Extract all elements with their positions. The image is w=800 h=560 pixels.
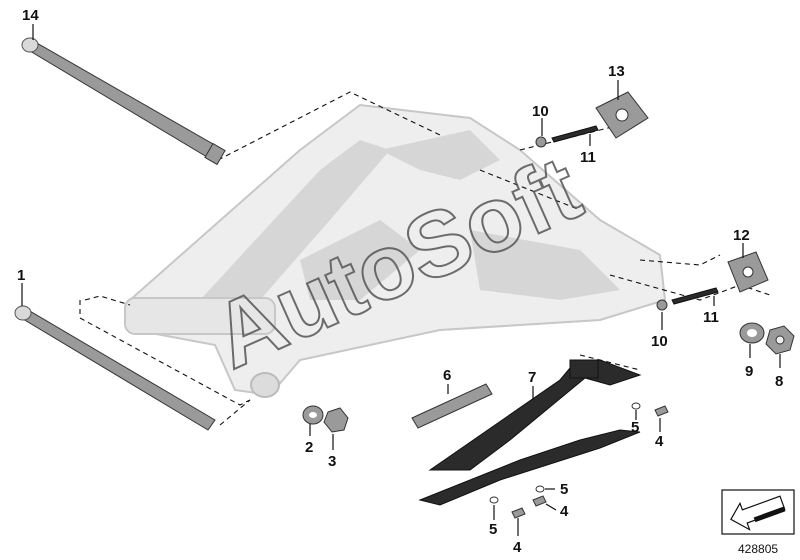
part-5-washer-b xyxy=(535,485,545,493)
part-3-nut xyxy=(323,407,349,433)
callout-8: 8 xyxy=(775,373,783,390)
assembly-lines xyxy=(79,91,771,426)
callout-11-lower: 11 xyxy=(703,309,719,326)
callout-13: 13 xyxy=(608,63,625,80)
callout-10-upper: 10 xyxy=(532,103,549,120)
part-13-bracket xyxy=(595,91,649,139)
part-11-bolt-upper xyxy=(551,125,599,143)
part-6-strip xyxy=(411,383,493,429)
part-11-bolt-lower xyxy=(671,287,719,305)
callout-2: 2 xyxy=(305,439,313,456)
part-10-nut-upper xyxy=(535,136,547,148)
reference-number: 428805 xyxy=(738,542,778,556)
part-12-bracket xyxy=(727,251,769,293)
callout-4-a: 4 xyxy=(655,433,664,450)
callout-4-b: 4 xyxy=(560,503,569,520)
callout-9: 9 xyxy=(745,363,753,380)
part-4-screw-b xyxy=(532,495,547,507)
part-8-nut xyxy=(765,325,795,355)
part-4-screw-a xyxy=(654,405,669,417)
callout-12: 12 xyxy=(733,227,750,244)
callout-11-upper: 11 xyxy=(580,149,596,166)
reference-box xyxy=(721,489,795,535)
callout-1: 1 xyxy=(17,267,25,284)
part-14-pivot-shaft xyxy=(21,37,226,166)
leader-lines xyxy=(21,24,781,536)
callout-6: 6 xyxy=(443,367,451,384)
part-9-washer xyxy=(739,322,765,344)
callout-5-b: 5 xyxy=(560,481,568,498)
arrow-icon xyxy=(730,495,786,531)
callout-3: 3 xyxy=(328,453,336,470)
callout-10-lower: 10 xyxy=(651,333,668,350)
part-10-nut-lower xyxy=(656,299,668,311)
part-5-washer-c xyxy=(489,496,499,504)
callout-5-a: 5 xyxy=(631,419,639,436)
part-2-washer xyxy=(302,405,324,425)
callout-4-c: 4 xyxy=(513,539,522,556)
callout-5-c: 5 xyxy=(489,521,497,538)
part-7-chain-guide xyxy=(418,359,642,506)
callout-14: 14 xyxy=(22,7,39,24)
part-4-screw-c xyxy=(511,507,526,519)
swing-arm xyxy=(124,103,667,398)
callout-7: 7 xyxy=(528,369,536,386)
part-5-washer-a xyxy=(631,402,641,410)
part-1-pivot-shaft xyxy=(14,305,216,431)
